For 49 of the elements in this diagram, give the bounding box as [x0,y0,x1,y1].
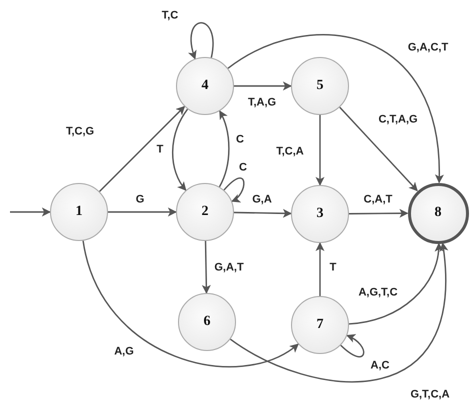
edge-label: G,A,C,T [408,42,448,54]
arrow [188,22,214,60]
edge-label: T,C [162,10,178,22]
arrow [339,106,418,192]
edge-label: A,C [370,360,390,372]
edge-label: T,A,G [248,98,276,108]
edge-label: A,G,T,C [358,288,398,298]
arrow [230,242,448,382]
state-number: 1 [76,204,82,220]
state-number: 6 [204,314,210,330]
edge-label: T,C,A [276,146,304,158]
edge-label: C,A,T [364,194,392,206]
edge-label: C [239,162,247,174]
edge-label: T,C,G [66,126,94,138]
arrow [316,242,324,296]
state-number: 7 [316,317,324,333]
state-number: 3 [316,206,324,222]
edge-label: G,T,C,A [410,390,450,400]
edge-label: G,A,T [214,262,244,274]
arrow [348,242,443,325]
arrow [228,34,444,184]
arrow [202,240,211,294]
state-circle [176,183,234,241]
accept-state-circle [408,182,468,244]
state-number: 8 [434,205,442,221]
arrow [99,106,186,192]
edge-label: T [156,144,164,156]
arrow [172,108,188,191]
arrow [349,208,408,218]
arrow [82,240,299,368]
edge-label: C [236,134,244,146]
state-circle [291,296,349,354]
edge-label: A,G [114,346,134,358]
arrow [340,334,364,358]
edge-label: T [330,262,336,274]
arrow [10,208,51,216]
state-number: 5 [316,78,324,94]
edge-label: G,A [252,194,272,206]
arrow [234,208,292,218]
edge-label: C,T,A,G [378,114,418,126]
state-circle [176,57,234,115]
arrow [316,115,324,186]
arrow [218,110,230,188]
arrow [234,82,292,90]
arrow [108,208,177,216]
state-number: 4 [202,78,208,94]
arrow [223,178,244,202]
state-number: 2 [202,204,208,220]
edge-label: G [136,194,144,206]
